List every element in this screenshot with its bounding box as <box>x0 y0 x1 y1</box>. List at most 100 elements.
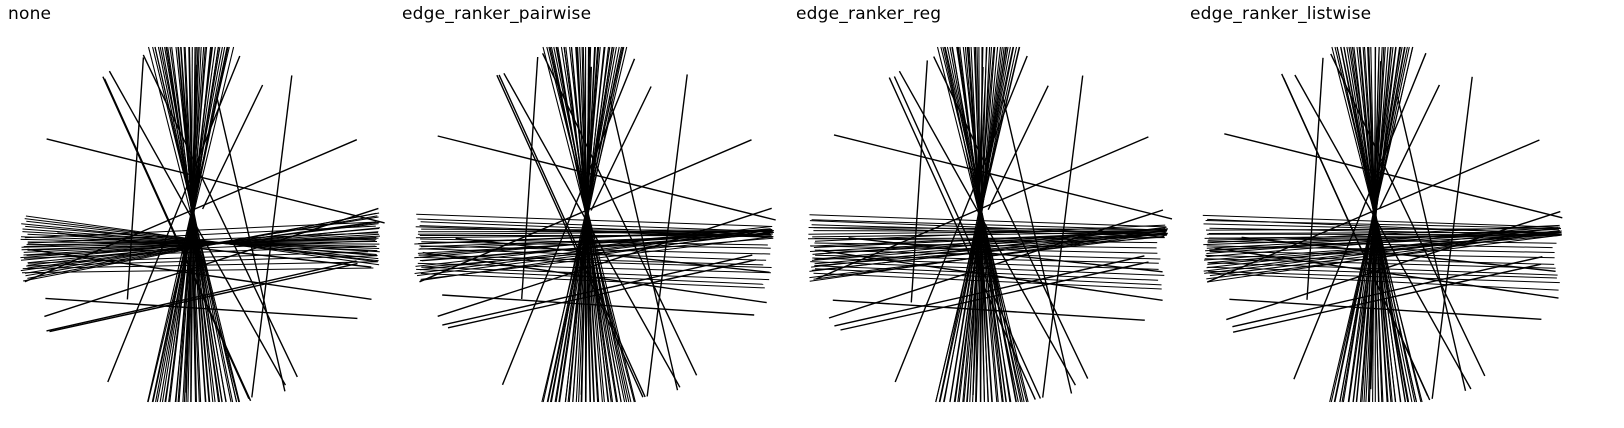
horizontal-edge <box>811 226 1167 268</box>
diagonal-edge <box>1042 75 1084 398</box>
diagonal-edge <box>44 207 379 318</box>
diagonal-edge <box>816 136 1149 280</box>
vertical-edge <box>155 46 223 403</box>
diagonal-edge <box>419 139 752 283</box>
diagonal-edge <box>521 56 539 300</box>
diagonal-edge <box>107 55 241 383</box>
horizontal-edge <box>1207 235 1560 265</box>
panel-none: none <box>0 0 406 428</box>
horizontal-edge <box>421 237 774 268</box>
diagonal-edge <box>1294 74 1472 390</box>
horizontal-edge <box>809 229 1166 272</box>
horizontal-edge <box>27 251 369 264</box>
diagonal-edge <box>833 134 1173 220</box>
horizontal-edge <box>1205 254 1555 265</box>
horizontal-edge <box>23 245 376 259</box>
diagonal-edge <box>1241 236 1556 272</box>
horizontal-edge <box>810 245 1158 254</box>
diagonal-edge <box>972 66 984 396</box>
vertical-edge <box>159 46 234 403</box>
diagonal-edge <box>251 75 293 398</box>
diagonal-edge <box>46 260 357 332</box>
diagonal-edge <box>142 54 298 378</box>
diagonal-edge <box>1306 57 1324 300</box>
panel-title-pairwise: edge_ranker_pairwise <box>402 4 592 24</box>
panel-edge-ranker-pairwise: edge_ranker_pairwise <box>394 0 800 428</box>
horizontal-edge <box>809 232 1167 252</box>
diagonal-edge <box>828 209 1164 319</box>
horizontal-edge <box>417 262 771 274</box>
horizontal-edge <box>417 218 772 232</box>
panel-edge-ranker-reg: edge_ranker_reg <box>788 0 1194 428</box>
diagonal-edge <box>1283 77 1431 401</box>
diagonal-edge <box>898 70 1077 386</box>
diagonal-edge <box>126 57 145 300</box>
diagonal-edge <box>541 52 698 376</box>
horizontal-edge <box>419 245 771 255</box>
diagonal-edge <box>590 86 652 211</box>
diagonal-edge <box>216 97 286 392</box>
edge-drawing-pairwise <box>414 46 776 403</box>
horizontal-edge <box>1206 227 1560 258</box>
diagonal-edge <box>1226 210 1561 321</box>
diagonal-edge <box>1207 139 1540 283</box>
diagonal-edge <box>987 85 1049 211</box>
panel-title-reg: edge_ranker_reg <box>796 4 942 24</box>
diagonal-edge <box>894 55 1028 383</box>
diagonal-edge <box>1378 84 1441 210</box>
diagonal-edge <box>1396 96 1467 391</box>
diagonal-edge <box>910 60 928 303</box>
horizontal-edge <box>1207 270 1560 284</box>
panel-edge-ranker-listwise: edge_ranker_listwise <box>1182 0 1588 428</box>
diagonal-edge <box>888 77 1036 400</box>
diagonal-edge <box>832 299 1145 321</box>
horizontal-edge <box>810 261 1165 276</box>
vertical-edge <box>147 46 240 403</box>
vertical-edge <box>548 46 632 403</box>
horizontal-edge <box>24 221 376 239</box>
horizontal-edge <box>22 261 379 270</box>
diagonal-edge <box>447 259 757 329</box>
horizontal-edge <box>1206 227 1559 269</box>
diagonal-edge <box>45 297 358 320</box>
diagonal-edge <box>818 249 1163 301</box>
panel-title-none: none <box>8 4 52 24</box>
diagonal-edge <box>1229 298 1542 320</box>
horizontal-edge <box>814 238 1158 244</box>
diagonal-edge <box>501 58 636 386</box>
diagonal-edge <box>1293 52 1427 380</box>
diagonal-edge <box>1232 256 1543 328</box>
horizontal-edge <box>21 267 374 274</box>
horizontal-edge <box>814 265 1159 281</box>
diagonal-edge <box>1002 99 1073 394</box>
panel-title-listwise: edge_ranker_listwise <box>1190 4 1372 24</box>
diagonal-edge <box>27 248 372 300</box>
diagonal-edge <box>580 66 592 395</box>
horizontal-edge <box>421 241 771 249</box>
diagonal-edge <box>422 251 767 304</box>
horizontal-edge <box>419 248 767 261</box>
horizontal-edge <box>27 237 377 251</box>
edge-drawing-reg <box>807 46 1173 403</box>
horizontal-edge <box>421 266 770 281</box>
diagonal-edge <box>185 64 197 393</box>
diagonal-edge <box>646 74 688 397</box>
diagonal-edge <box>103 78 252 402</box>
horizontal-edge <box>814 249 1161 260</box>
diagonal-edge <box>498 74 646 398</box>
diagonal-edge <box>848 237 1163 273</box>
diagonal-edge <box>24 139 358 283</box>
horizontal-edge <box>1206 228 1560 249</box>
diagonal-edge <box>1214 247 1559 299</box>
diagonal-edge <box>57 232 372 268</box>
diagonal-edge <box>1370 61 1382 390</box>
diagonal-edge <box>1232 263 1542 333</box>
diagonal-edge <box>442 294 755 316</box>
edge-drawing-none <box>20 46 385 403</box>
horizontal-edge <box>26 255 378 267</box>
horizontal-edge <box>1209 250 1555 259</box>
horizontal-edge <box>414 228 773 274</box>
horizontal-edge <box>1207 240 1553 249</box>
horizontal-edge <box>809 220 1167 235</box>
